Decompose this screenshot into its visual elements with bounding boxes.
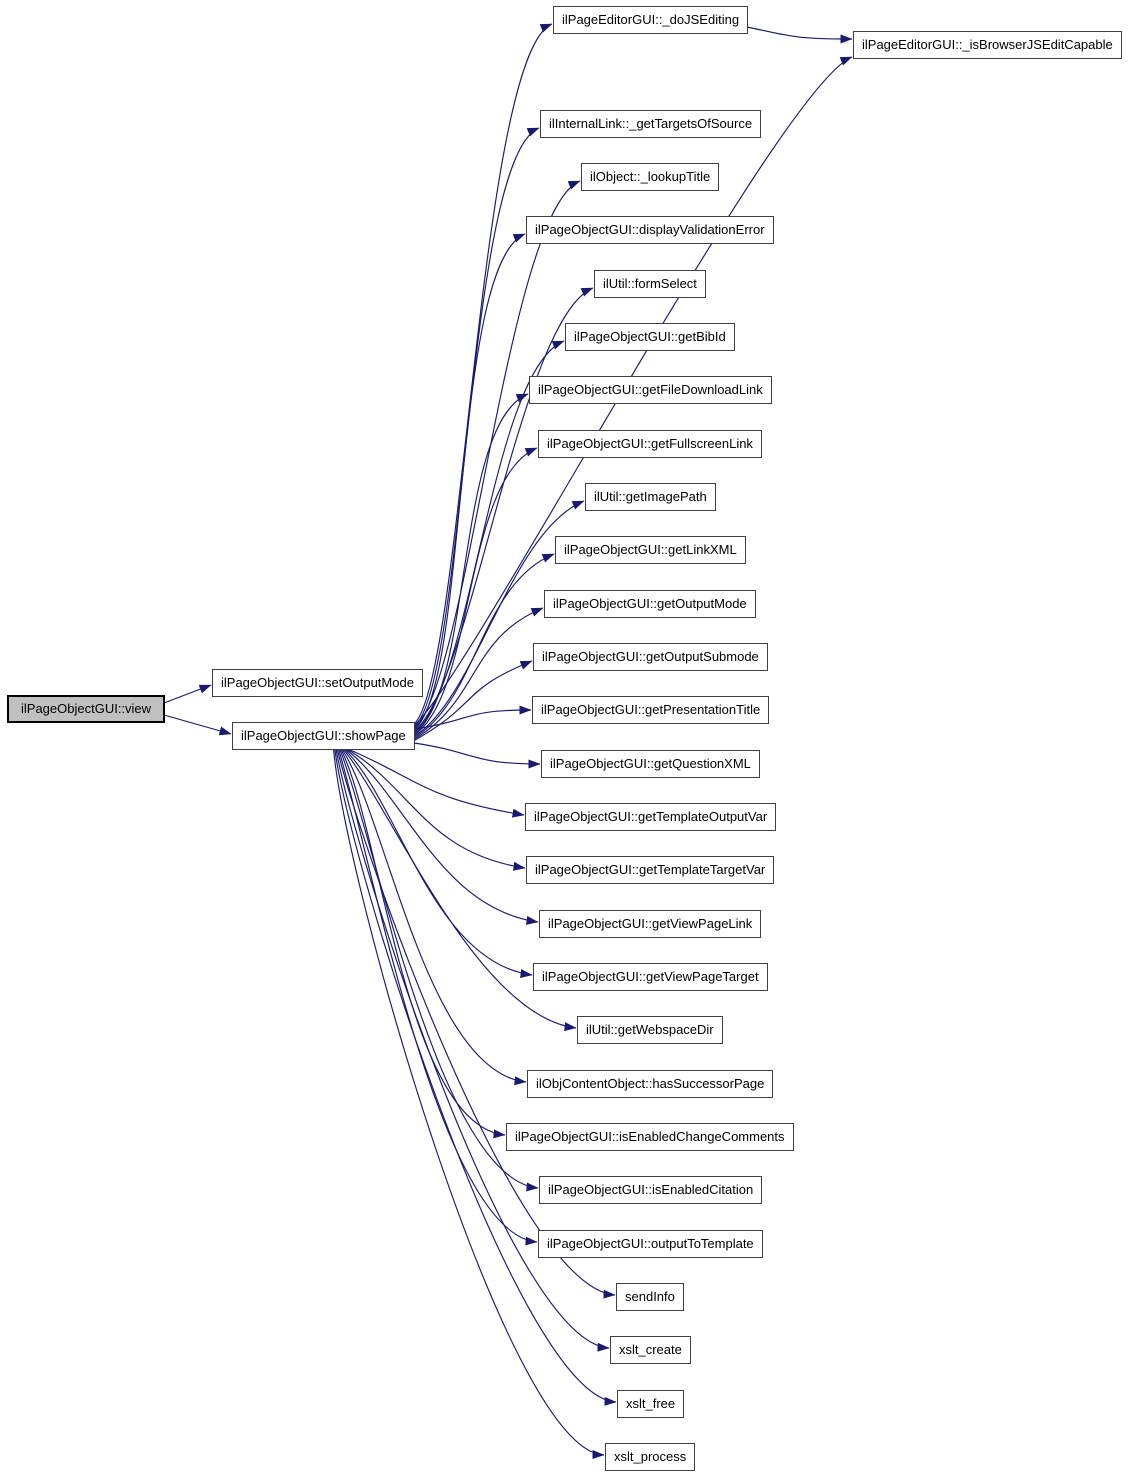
graph-node-xslt-process[interactable]: xslt_process bbox=[605, 1443, 696, 1471]
graph-node-output-to-template[interactable]: ilPageObjectGUI::outputToTemplate bbox=[538, 1230, 763, 1258]
graph-node-get-output-submode[interactable]: ilPageObjectGUI::getOutputSubmode bbox=[533, 643, 768, 671]
graph-node-get-fullscreen-link[interactable]: ilPageObjectGUI::getFullscreenLink bbox=[538, 430, 762, 458]
graph-node-get-file-download-link[interactable]: ilPageObjectGUI::getFileDownloadLink bbox=[529, 376, 772, 404]
graph-node-get-template-output-var[interactable]: ilPageObjectGUI::getTemplateOutputVar bbox=[525, 803, 777, 831]
graph-node-get-link-xml[interactable]: ilPageObjectGUI::getLinkXML bbox=[555, 536, 746, 564]
graph-node-view: ilPageObjectGUI::view bbox=[7, 695, 166, 723]
graph-node-has-successor-page[interactable]: ilObjContentObject::hasSuccessorPage bbox=[527, 1070, 774, 1098]
graph-node-is-enabled-citation[interactable]: ilPageObjectGUI::isEnabledCitation bbox=[539, 1176, 763, 1204]
graph-node-send-info[interactable]: sendInfo bbox=[616, 1283, 684, 1311]
graph-node-get-presentation-title[interactable]: ilPageObjectGUI::getPresentationTitle bbox=[532, 696, 770, 724]
graph-node-display-validation-error[interactable]: ilPageObjectGUI::displayValidationError bbox=[526, 216, 774, 244]
graph-node-xslt-create[interactable]: xslt_create bbox=[610, 1336, 691, 1364]
graph-node-get-question-xml[interactable]: ilPageObjectGUI::getQuestionXML bbox=[541, 750, 760, 778]
graph-node-do-js-editing[interactable]: ilPageEditorGUI::_doJSEditing bbox=[553, 6, 749, 34]
graph-node-get-image-path[interactable]: ilUtil::getImagePath bbox=[585, 483, 716, 511]
graph-node-get-bib-id[interactable]: ilPageObjectGUI::getBibId bbox=[565, 323, 735, 351]
graph-node-get-view-page-link[interactable]: ilPageObjectGUI::getViewPageLink bbox=[539, 910, 762, 938]
graph-node-get-template-target-var[interactable]: ilPageObjectGUI::getTemplateTargetVar bbox=[526, 856, 775, 884]
graph-node-is-browser-js-edit-capable[interactable]: ilPageEditorGUI::_isBrowserJSEditCapable bbox=[853, 31, 1122, 59]
graph-node-get-view-page-target[interactable]: ilPageObjectGUI::getViewPageTarget bbox=[533, 963, 768, 991]
graph-node-get-webspace-dir[interactable]: ilUtil::getWebspaceDir bbox=[577, 1016, 723, 1044]
graph-node-set-output-mode[interactable]: ilPageObjectGUI::setOutputMode bbox=[212, 669, 423, 697]
graph-node-show-page[interactable]: ilPageObjectGUI::showPage bbox=[232, 722, 415, 750]
graph-node-xslt-free[interactable]: xslt_free bbox=[617, 1390, 685, 1418]
graph-node-get-output-mode[interactable]: ilPageObjectGUI::getOutputMode bbox=[544, 590, 756, 618]
graph-node-is-enabled-change-comments[interactable]: ilPageObjectGUI::isEnabledChangeComments bbox=[506, 1123, 794, 1151]
graph-node-get-targets-of-source[interactable]: ilInternalLink::_getTargetsOfSource bbox=[540, 110, 762, 138]
graph-node-lookup-title[interactable]: ilObject::_lookupTitle bbox=[581, 163, 720, 191]
graph-node-form-select[interactable]: ilUtil::formSelect bbox=[594, 270, 706, 298]
